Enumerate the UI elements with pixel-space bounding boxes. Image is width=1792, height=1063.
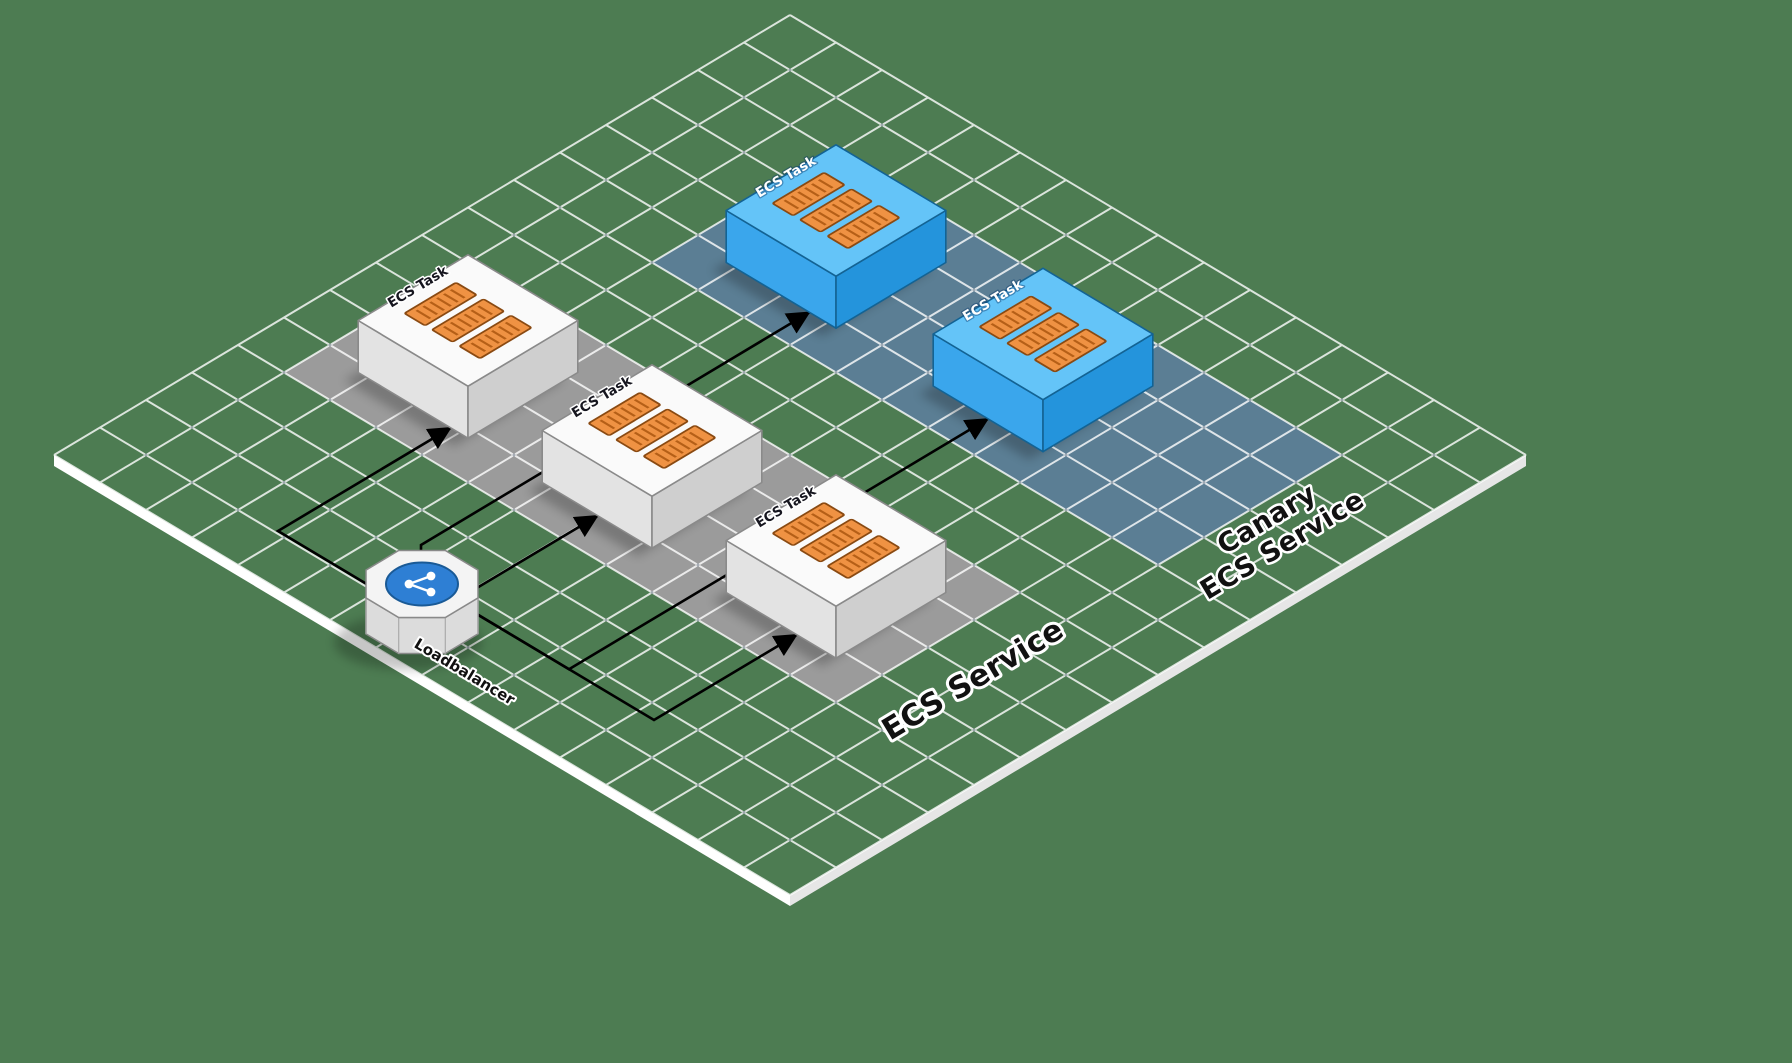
containers-icon — [979, 295, 1107, 373]
load-balancer — [365, 549, 479, 655]
containers-icon — [772, 172, 900, 249]
platform-rim-left — [54, 455, 790, 906]
containers-icon — [588, 392, 716, 469]
platform-rim-right — [790, 455, 1526, 906]
share-icon — [404, 571, 436, 597]
containers-icon — [404, 282, 532, 359]
canary-ecs-task-node: ECS Task — [725, 144, 947, 330]
connection-arrow-task1 — [275, 426, 452, 588]
containers-icon — [772, 502, 900, 579]
connection-arrow-task2 — [459, 514, 599, 600]
lb-circle — [385, 561, 459, 607]
canary-ecs-task-node: ECS Task — [932, 267, 1154, 453]
